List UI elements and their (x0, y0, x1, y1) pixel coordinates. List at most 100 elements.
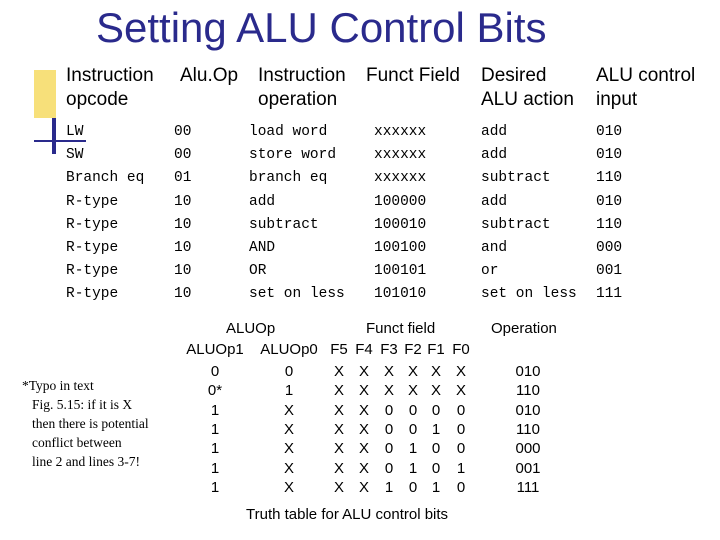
truth-table-header-f5: F5 (330, 341, 348, 358)
truth-table-cell: X (283, 478, 295, 496)
cell-control: 110 (596, 216, 623, 233)
truth-table-operation-cell: 000 (515, 440, 541, 458)
truth-table-cell: X (283, 420, 295, 438)
truth-table-operation-cell: 110 (516, 382, 540, 400)
cell-aluop: 10 (174, 193, 192, 210)
truth-table-cell: 0 (408, 401, 418, 419)
truth-table-aluop-group: ALUOp (226, 320, 276, 337)
cell-control: 000 (596, 239, 623, 256)
header-alu-control-input: ALU control input (596, 65, 696, 110)
truth-table-cell: 0 (384, 401, 394, 419)
truth-table-cell: 0 (384, 459, 394, 477)
slide-title: Setting ALU Control Bits (96, 4, 547, 51)
truth-table-caption: Truth table for ALU control bits (246, 506, 449, 523)
cell-operation: branch eq (249, 170, 328, 187)
truth-table-cell: 1 (408, 459, 418, 477)
cell-aluop: 10 (174, 286, 192, 303)
cell-aluop: 01 (174, 170, 192, 187)
cell-control: 010 (596, 124, 623, 140)
header-instruction-opcode: Instruction opcode (66, 65, 154, 110)
title-accent-line (52, 118, 56, 154)
cell-aluop: 10 (174, 263, 192, 280)
truth-table-cell: X (283, 440, 295, 458)
truth-table-funct-group: Funct field (366, 320, 436, 337)
typo-note-line: then there is potential (32, 416, 149, 431)
header-funct-field: Funct Field (366, 65, 460, 86)
truth-table-header-f4: F4 (355, 341, 373, 358)
title-accent-bar (34, 70, 56, 118)
cell-action: add (481, 147, 508, 164)
column-control: 010 010 110 010 110 000 001 111 (596, 121, 622, 307)
truth-table-cell: 1 (431, 478, 441, 496)
truth-table-cell: X (407, 363, 419, 380)
cell-funct: xxxxxx (374, 147, 427, 164)
truth-table-cell: X (333, 382, 345, 400)
cell-funct: 100000 (374, 193, 427, 210)
cell-aluop: 00 (174, 124, 192, 140)
cell-funct: xxxxxx (374, 124, 427, 140)
truth-table-cell: 1 (210, 459, 220, 477)
cell-opcode: SW (66, 147, 84, 164)
truth-table-cell: X (383, 382, 395, 400)
truth-table-header-f1: F1 (427, 341, 445, 358)
header-aluop: Alu.Op (180, 65, 239, 86)
cell-operation: store word (249, 147, 337, 164)
truth-table-cell: 0 (431, 459, 441, 477)
cell-control: 001 (596, 263, 623, 280)
truth-table-cell: 1 (210, 420, 220, 438)
truth-table-cell: X (358, 363, 370, 380)
cell-aluop: 10 (174, 239, 192, 256)
truth-table-cell: 0 (456, 401, 466, 419)
truth-table-cell: 0 (210, 363, 220, 380)
truth-table-cell: X (430, 363, 442, 380)
truth-table-operation-cell: 010 (515, 363, 541, 380)
typo-note-line: Fig. 5.15: if it is X (32, 397, 133, 412)
truth-table-header-f0: F0 (452, 341, 470, 358)
cell-funct: 100100 (374, 239, 427, 256)
cell-action: and (481, 239, 508, 256)
cell-operation: subtract (249, 216, 319, 233)
typo-note-line: line 2 and lines 3-7! (32, 454, 140, 469)
truth-table-cell: X (283, 401, 295, 419)
cell-control: 010 (596, 147, 623, 164)
truth-table-cell: 1 (408, 440, 418, 458)
cell-funct: 100101 (374, 263, 427, 280)
truth-table-cell: 0 (408, 478, 418, 496)
truth-table-cell: 1 (284, 382, 294, 400)
cell-control: 110 (596, 170, 623, 187)
truth-table-cell: 0 (384, 440, 394, 458)
truth-table-cell: 0 (408, 420, 418, 438)
column-operation: load word store word branch eq add subtr… (249, 121, 345, 307)
truth-table-header-aluop1: ALUOp1 (186, 341, 244, 358)
truth-table-cell: 1 (210, 401, 220, 419)
truth-table-cell: 0 (456, 478, 466, 496)
cell-aluop: 10 (174, 216, 192, 233)
truth-table-cell: X (333, 401, 345, 419)
truth-table-cell: X (358, 478, 370, 496)
truth-table-operation-cell: 111 (516, 478, 540, 496)
truth-table-cell: X (407, 382, 419, 400)
cell-opcode: R-type (66, 239, 119, 256)
cell-funct: 100010 (374, 216, 427, 233)
truth-table-cell: 0 (384, 420, 394, 438)
cell-aluop: 00 (174, 147, 192, 164)
column-aluop: 00 00 01 10 10 10 10 10 (174, 121, 191, 307)
truth-table-cell: X (358, 401, 370, 419)
cell-action: add (481, 193, 508, 210)
truth-table-cell: 1 (431, 420, 441, 438)
truth-table-cell: 0 (456, 420, 466, 438)
cell-opcode: R-type (66, 286, 119, 303)
cell-operation: set on less (249, 286, 345, 303)
truth-table-cell: 0* (207, 382, 223, 400)
cell-action: subtract (481, 216, 551, 233)
truth-table-cell: X (383, 363, 395, 380)
title-accent-underline (34, 140, 86, 142)
truth-table-cell: X (333, 363, 345, 380)
cell-action: or (481, 263, 499, 280)
cell-opcode: LW (66, 124, 84, 140)
truth-table-operation-cell: 110 (516, 420, 540, 438)
truth-table-cell: X (430, 382, 442, 400)
cell-funct: xxxxxx (374, 170, 427, 187)
cell-opcode: R-type (66, 216, 119, 233)
truth-table-cell: X (333, 459, 345, 477)
